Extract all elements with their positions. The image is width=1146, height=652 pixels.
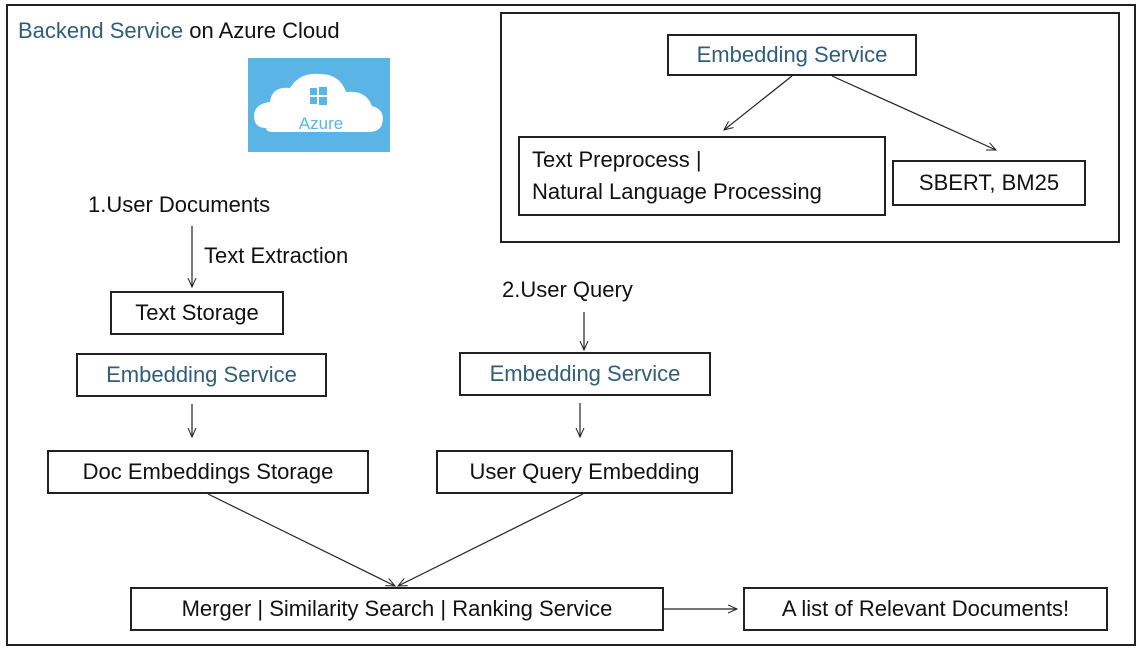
arrow-query-embedding-to-merger (398, 493, 584, 586)
text-preprocess-line1: Text Preprocess | (532, 147, 702, 172)
relevant-documents-label: A list of Relevant Documents! (781, 596, 1070, 621)
user-query-step: 2.User Query (502, 277, 633, 302)
relevant-documents-box: A list of Relevant Documents! (743, 587, 1108, 631)
text-storage-label: Text Storage (135, 300, 259, 325)
doc-embedding-service-label: Embedding Service (106, 362, 297, 387)
merger-ranking-label: Merger | Similarity Search | Ranking Ser… (181, 596, 613, 621)
logo-label: Azure (299, 114, 343, 133)
text-extraction-label: Text Extraction (204, 243, 349, 268)
title-rest: on Azure Cloud (183, 18, 340, 43)
inset-embedding-service-box: Embedding Service (667, 34, 917, 76)
arrow-inset-to-preprocess (724, 75, 793, 130)
arrow-doc-embeddings-to-merger (207, 493, 395, 586)
diagram-frame (6, 4, 1136, 646)
text-preprocess-box: Text Preprocess | Natural Language Proce… (518, 136, 886, 216)
user-documents-step: 1.User Documents (88, 192, 271, 217)
doc-embeddings-storage-label: Doc Embeddings Storage (82, 459, 334, 484)
query-embedding-service-label: Embedding Service (489, 361, 681, 386)
doc-embeddings-storage-box: Doc Embeddings Storage (47, 450, 369, 494)
doc-embedding-service-box: Embedding Service (76, 353, 327, 397)
models-label: SBERT, BM25 (918, 170, 1060, 195)
user-query-embedding-box: User Query Embedding (436, 450, 733, 494)
title-highlight: Backend Service (18, 18, 184, 43)
diagram-title: Backend Service on Azure Cloud (18, 18, 340, 44)
azure-cloud-shape: Azure (254, 73, 383, 133)
text-storage-box: Text Storage (110, 291, 284, 335)
user-query-embedding-label: User Query Embedding (469, 459, 700, 484)
merger-ranking-box: Merger | Similarity Search | Ranking Ser… (130, 587, 664, 631)
inset-embedding-service-label: Embedding Service (696, 42, 888, 67)
text-preprocess-line2: Natural Language Processing (532, 179, 822, 204)
arrow-inset-to-models (831, 75, 996, 151)
azure-cloud-icon: Azure (248, 58, 390, 152)
models-box: SBERT, BM25 (892, 160, 1086, 206)
query-embedding-service-box: Embedding Service (459, 352, 711, 396)
